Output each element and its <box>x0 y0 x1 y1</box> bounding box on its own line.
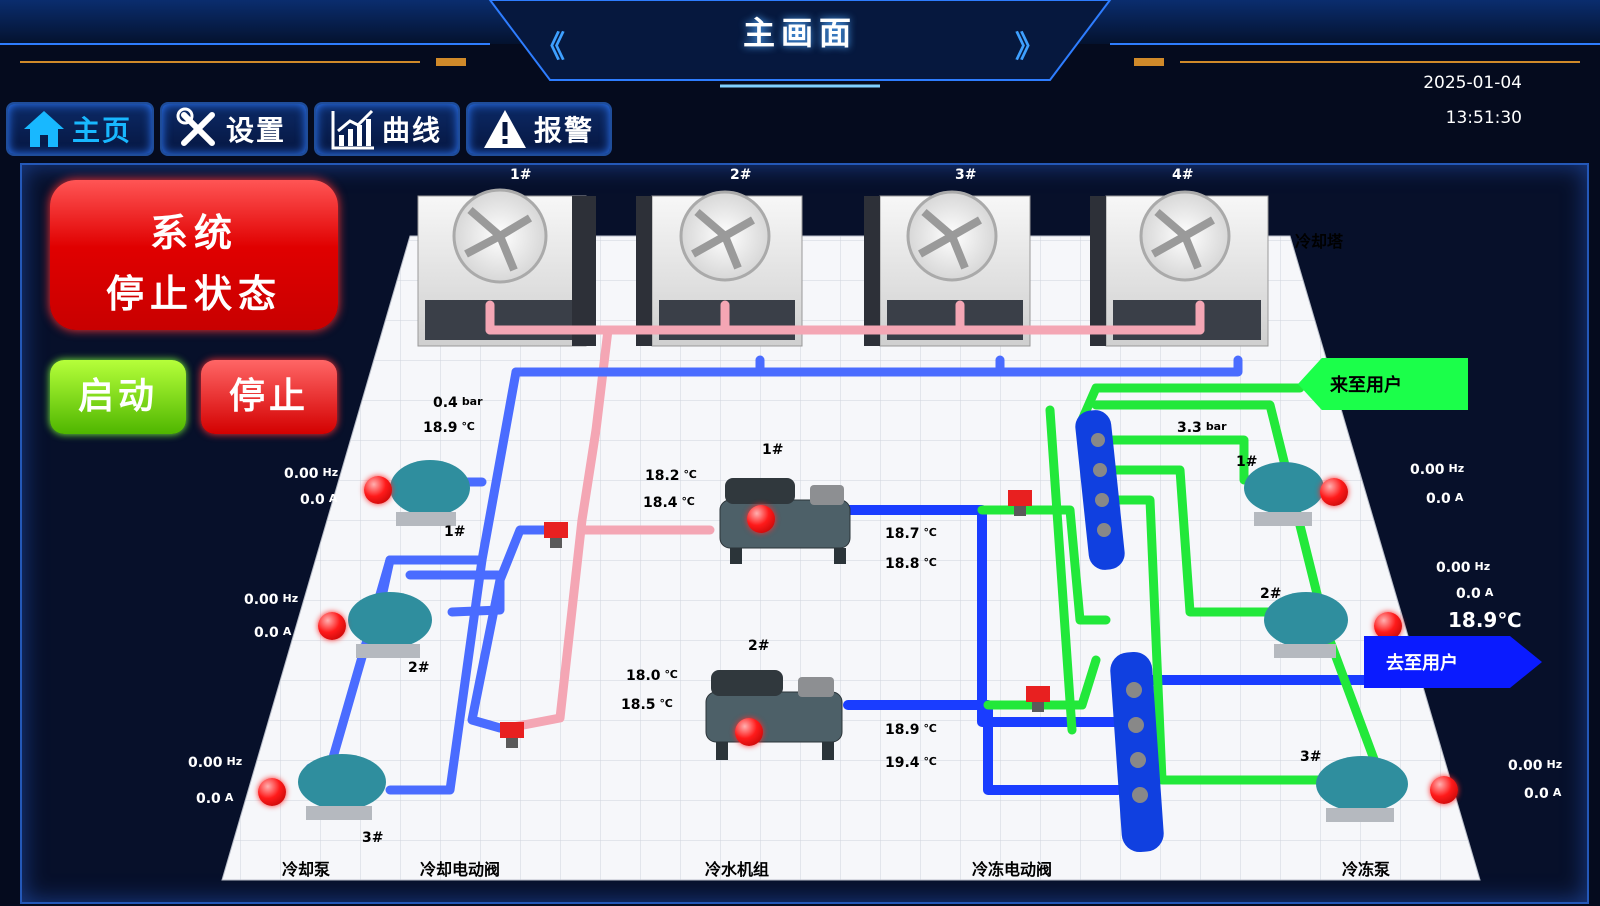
tower-2-label: 2# <box>730 167 752 183</box>
nav-home-button[interactable]: 主页 <box>6 102 154 156</box>
label-chilled-pump: 冷冻泵 <box>1342 860 1391 879</box>
tower-4-label: 4# <box>1172 167 1194 183</box>
tools-icon <box>176 107 215 146</box>
nav-alarm-button[interactable]: 报警 <box>466 102 612 156</box>
label-cooling-pump: 冷却泵 <box>282 860 331 879</box>
page-title: 主画面 <box>742 14 857 52</box>
chiller-2-cw-in: 18.0℃ <box>626 668 678 684</box>
chilled-pump-2-status-light <box>1374 612 1402 640</box>
chiller-1-cw-out: 18.4℃ <box>643 495 695 511</box>
nav-home-label: 主页 <box>72 114 133 147</box>
current-date: 2025-01-04 <box>1423 73 1522 93</box>
nav-curve-label: 曲线 <box>382 114 443 147</box>
chiller-2-status-light <box>735 718 763 746</box>
cooling-tower-name: 冷却塔 <box>1295 232 1344 251</box>
status-line-1: 系统 <box>149 211 238 255</box>
cooling-pump-2-id: 2# <box>408 660 430 676</box>
chilled-supply-manifold <box>1110 651 1164 853</box>
system-status-indicator: 系统 停止状态 <box>50 180 338 330</box>
next-page-icon[interactable]: 》 <box>1015 30 1045 65</box>
cooling-pump-3-id: 3# <box>362 830 384 846</box>
supply-temperature: 18.9℃ <box>1448 608 1522 632</box>
chilled-pump-3-id: 3# <box>1300 749 1322 765</box>
cooling-temp: 18.9℃ <box>423 420 475 436</box>
label-chilled-valve: 冷冻电动阀 <box>972 860 1053 879</box>
nav-settings-button[interactable]: 设置 <box>160 102 308 156</box>
cooling-pump-2 <box>348 592 432 658</box>
from-user-flag: 来至用户 <box>1298 358 1468 410</box>
chilled-valve-1[interactable] <box>1008 490 1032 516</box>
chilled-pump-1-id: 1# <box>1236 454 1258 470</box>
tower-3-label: 3# <box>955 167 977 183</box>
cooling-pump-1 <box>390 460 470 526</box>
cooling-tower-4 <box>1090 190 1269 347</box>
stop-button[interactable]: 停止 <box>201 360 337 434</box>
chilled-return-pipes <box>843 505 1375 795</box>
chilled-pump-1-status-light <box>1320 478 1348 506</box>
chart-icon <box>331 109 374 150</box>
chiller-1-chw-out: 18.8℃ <box>885 556 937 572</box>
cooling-pump-3 <box>298 754 386 820</box>
label-chiller-unit: 冷水机组 <box>705 860 770 879</box>
nav-settings-label: 设置 <box>226 114 287 147</box>
warning-icon <box>484 110 526 148</box>
chilled-pump-2 <box>1264 592 1348 658</box>
chiller-1-status-light <box>747 505 775 533</box>
chiller-2-chw-out: 19.4℃ <box>885 755 937 771</box>
chiller-2-id: 2# <box>748 638 770 654</box>
chiller-1-chw-in: 18.7℃ <box>885 526 937 542</box>
to-user-flag: 去至用户 <box>1364 636 1542 688</box>
header-frame <box>0 0 1600 88</box>
chiller-1-cw-in: 18.2℃ <box>645 468 697 484</box>
cooling-pump-3-status-light <box>258 778 286 806</box>
cooling-valve-1[interactable] <box>544 522 568 548</box>
cooling-tower-3 <box>864 190 1031 347</box>
chilled-pump-3 <box>1316 756 1408 822</box>
status-line-2: 停止状态 <box>105 272 282 316</box>
nav-alarm-label: 报警 <box>534 114 595 147</box>
current-time: 13:51:30 <box>1445 108 1522 128</box>
chiller-unit-1 <box>719 478 851 564</box>
chilled-pump-3-status-light <box>1430 776 1458 804</box>
chilled-pump-1 <box>1244 462 1324 526</box>
chilled-valve-2[interactable] <box>1026 686 1050 712</box>
tower-1-label: 1# <box>510 167 532 183</box>
chiller-2-cw-out: 18.5℃ <box>621 697 673 713</box>
cooling-valve-2[interactable] <box>500 722 524 748</box>
cooling-tower-1 <box>417 188 596 347</box>
cooling-pump-1-status-light <box>364 476 392 504</box>
chiller-1-id: 1# <box>762 442 784 458</box>
label-cooling-valve: 冷却电动阀 <box>420 860 501 879</box>
cooling-pump-2-status-light <box>318 612 346 640</box>
prev-page-icon[interactable]: 《 <box>535 30 565 65</box>
home-icon <box>24 111 64 147</box>
chilled-pump-2-id: 2# <box>1260 586 1282 602</box>
cooling-return-pipes <box>485 300 1205 733</box>
header-bar <box>0 0 1600 95</box>
chilled-return-manifold <box>1075 410 1125 570</box>
cooling-tower-2 <box>636 190 803 347</box>
nav-curve-button[interactable]: 曲线 <box>314 102 460 156</box>
chiller-2-chw-in: 18.9℃ <box>885 722 937 738</box>
start-button[interactable]: 启动 <box>50 360 186 434</box>
cooling-pump-1-id: 1# <box>444 524 466 540</box>
